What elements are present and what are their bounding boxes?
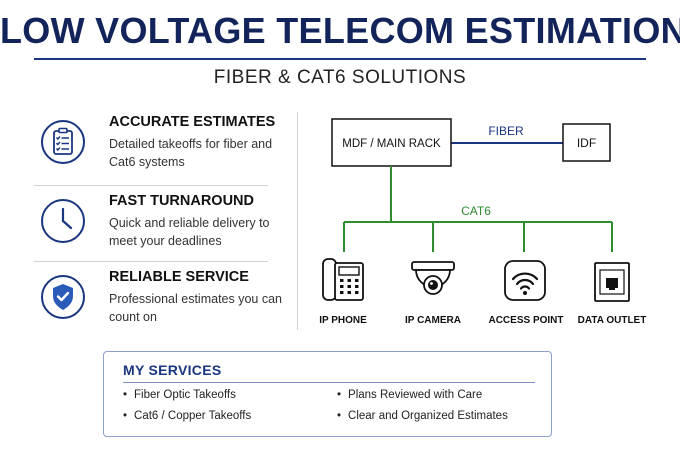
column-divider [297,112,298,330]
feature-reliable-service: RELIABLE SERVICE Professional estimates … [34,268,282,344]
services-divider [123,382,535,383]
mdf-main-rack-box [331,118,452,167]
clipboard-checklist-icon [40,119,86,165]
list-item: •Fiber Optic Takeoffs [123,389,236,401]
data-outlet-icon [594,262,630,302]
camera-icon [411,261,455,295]
shield-check-icon [40,274,86,320]
list-item: •Cat6 / Copper Takeoffs [123,410,252,422]
cat6-label: CAT6 [461,204,491,218]
feature-divider [34,185,268,186]
feature-accurate-estimates: ACCURATE ESTIMATES Detailed takeoffs for… [34,113,275,189]
clock-icon [40,198,86,244]
page-subtitle: FIBER & CAT6 SOLUTIONS [213,67,467,88]
wifi-icon [504,260,546,301]
endpoint-label: DATA OUTLET [578,315,647,326]
fiber-label: FIBER [488,124,524,138]
feature-description: Professional estimates you can count on [109,292,283,324]
list-item: •Plans Reviewed with Care [337,389,483,401]
feature-title: FAST TURNAROUND [109,193,254,209]
services-title: MY SERVICES [123,362,222,378]
cat6-cabling [343,166,613,252]
idf-label: IDF [577,136,596,150]
endpoint-label: IP CAMERA [405,315,461,326]
list-item: •Clear and Organized Estimates [337,410,508,422]
feature-divider [34,261,268,262]
feature-title: RELIABLE SERVICE [109,269,249,285]
feature-description: Quick and reliable delivery to meet your… [109,216,270,248]
title-divider [34,58,646,60]
feature-title: ACCURATE ESTIMATES [109,114,276,130]
endpoint-label: ACCESS POINT [488,315,563,326]
services-panel: MY SERVICES •Fiber Optic Takeoffs •Cat6 … [103,351,552,437]
page-title: LOW VOLTAGE TELECOM ESTIMATION [0,10,680,51]
feature-fast-turnaround: FAST TURNAROUND Quick and reliable deliv… [34,192,270,268]
mdf-main-rack-label: MDF / MAIN RACK [342,138,441,150]
endpoint-label: IP PHONE [319,315,367,326]
feature-description: Detailed takeoffs for fiber and Cat6 sys… [109,137,273,169]
phone-icon [322,258,364,301]
idf-box [562,123,611,162]
